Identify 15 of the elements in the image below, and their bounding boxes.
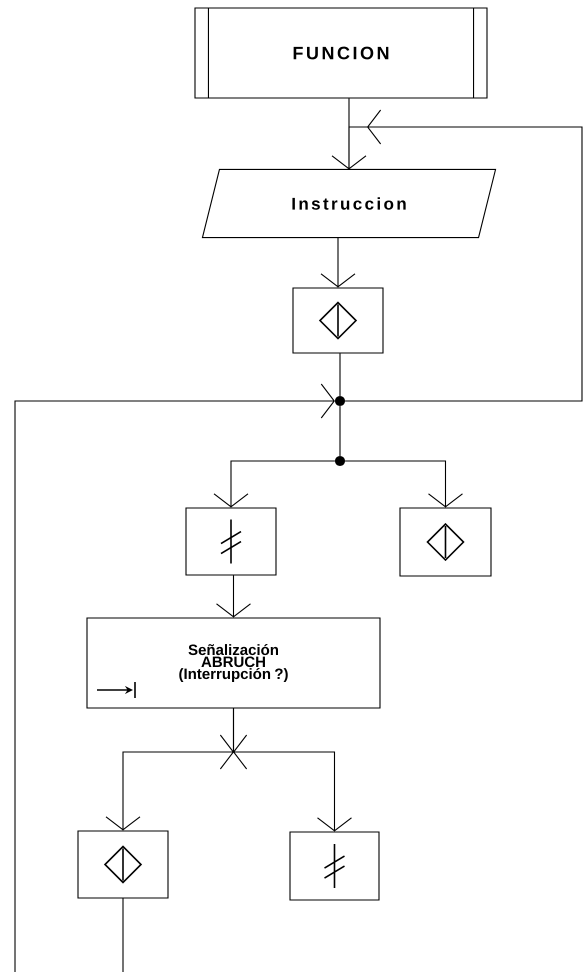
symbol-box xyxy=(185,507,277,576)
connector-arrow xyxy=(214,460,335,508)
symbol-box xyxy=(399,507,492,577)
connector-arrow xyxy=(14,384,335,972)
junction-dot xyxy=(334,396,346,406)
symbol-box xyxy=(77,830,169,899)
process-box: FUNCION xyxy=(194,6,488,100)
connector-arrow xyxy=(345,460,463,508)
input-parallelogram: Instruccion xyxy=(202,168,496,238)
connector-arrow xyxy=(332,98,366,170)
signal-box: Señalización ABRUCH (Interrupción ?) xyxy=(86,617,381,709)
junction-dot xyxy=(334,456,346,466)
symbol-box xyxy=(289,831,380,901)
symbol-box xyxy=(292,287,384,354)
connector-arrow xyxy=(220,708,352,832)
